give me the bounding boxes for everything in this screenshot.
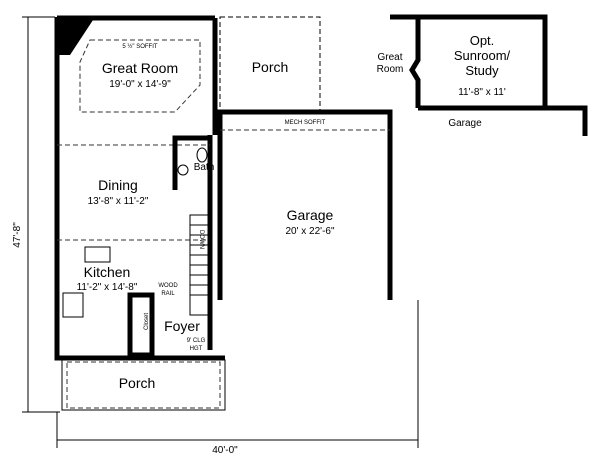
front-porch-outline: [61, 359, 226, 411]
ceiling-height-label: 9' CLG: [187, 338, 206, 344]
cooktop-icon: [62, 292, 84, 318]
sunroom-size: 11'-8" x 11': [458, 87, 506, 98]
porch-dash: [66, 361, 221, 409]
soffit-label: 5 ½" SOFFIT: [122, 43, 157, 50]
depth-dimension-line: [22, 16, 60, 413]
width-dimension-line: [56, 300, 419, 448]
sunroom-label: Sunroom/: [454, 48, 511, 63]
toilet-icon: [196, 147, 208, 163]
front-porch-label: Porch: [119, 375, 156, 391]
rear-porch-label: Porch: [252, 59, 289, 75]
kitchen-label: Kitchen: [84, 264, 131, 280]
sunroom-inset: [390, 14, 588, 136]
depth-dimension: 47'-8": [12, 222, 23, 248]
great-room-size: 19'-0" x 14'-9": [109, 79, 171, 90]
kitchen-sink-icon: [84, 246, 111, 263]
closet-label: Closet: [144, 313, 150, 330]
sink-icon: [177, 164, 189, 176]
inset-garage-label: Garage: [448, 118, 482, 129]
wood-rail-label: WOOD: [158, 283, 178, 289]
kitchen-size: 11'-2" x 14'-8": [77, 282, 138, 293]
inset-great-room-label: Room: [377, 64, 404, 75]
bath-walls: [172, 135, 210, 190]
inset-great-room-label: Great: [377, 52, 402, 63]
sunroom-label: Study: [465, 63, 499, 78]
dining-size: 13'-8" x 11'-2": [88, 196, 149, 207]
foyer-label: Foyer: [164, 318, 200, 334]
rear-porch-outline: [219, 16, 321, 111]
sunroom-label: Opt.: [470, 33, 495, 48]
exterior-walls: [54, 15, 393, 361]
stairs-down-label: DOWN: [198, 230, 204, 249]
mech-soffit-label: MECH SOFFIT: [285, 120, 326, 126]
garage-size: 20' x 22'-6": [285, 226, 335, 237]
ceiling-height-label: HGT: [190, 346, 203, 352]
wood-rail-label: RAIL: [161, 291, 175, 297]
great-room-label: Great Room: [102, 60, 178, 76]
closet-walls: [127, 292, 155, 358]
great-room-soffit: [79, 39, 201, 113]
stairs: [189, 214, 211, 316]
width-dimension: 40'-0": [212, 445, 238, 456]
dining-label: Dining: [98, 177, 138, 193]
garage-label: Garage: [287, 207, 334, 223]
bath-label: Bath: [194, 162, 215, 173]
